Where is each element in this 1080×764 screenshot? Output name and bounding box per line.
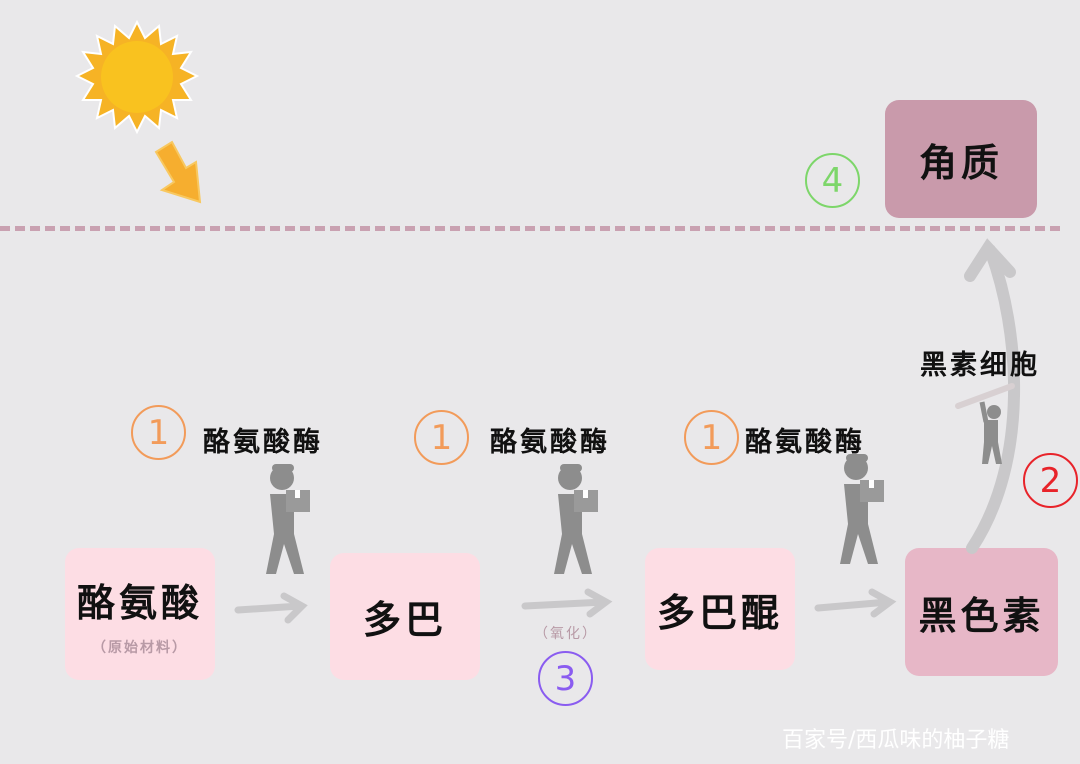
node-note: （原始材料）	[92, 639, 188, 656]
step-1-badge: 1	[131, 405, 186, 460]
skin-surface-line	[0, 226, 1060, 231]
node-keratin: 角质	[885, 100, 1037, 218]
step-4-badge: 4	[805, 153, 860, 208]
node-label: 多巴	[362, 598, 447, 642]
worker-carrying-box-icon	[554, 464, 598, 574]
node-tyrosine: 酪氨酸 （原始材料）	[65, 548, 215, 680]
node-label: 角质	[918, 140, 1003, 185]
step-1-badge: 1	[684, 410, 739, 465]
flow-arrow-icon	[814, 588, 897, 618]
node-label: 酪氨酸	[76, 580, 203, 625]
node-label: 黑色素	[918, 593, 1045, 638]
node-dopa: 多巴	[330, 553, 480, 680]
melanocyte-label: 黑素细胞	[920, 350, 1040, 381]
worker-carrying-box-icon	[266, 464, 310, 574]
sunlight-arrow-icon	[154, 140, 202, 204]
flow-arrow-icon	[964, 238, 1020, 554]
node-label: 多巴醌	[656, 590, 783, 635]
flow-arrow-icon	[521, 588, 613, 618]
step-2-badge: 2	[1023, 453, 1078, 508]
enzyme-label: 酪氨酸酶	[490, 427, 610, 458]
step-1-badge: 1	[414, 410, 469, 465]
worker-hammer-icon	[955, 383, 1015, 464]
enzyme-label: 酪氨酸酶	[203, 427, 323, 458]
enzyme-label: 酪氨酸酶	[745, 427, 865, 458]
worker-carrying-box-icon	[840, 454, 884, 564]
watermark: 百家号/西瓜味的柚子糖	[782, 728, 1010, 753]
node-melanin: 黑色素	[905, 548, 1058, 676]
flow-arrow-icon	[234, 592, 308, 624]
node-dopaquinone: 多巴醌	[645, 548, 795, 670]
step-3-badge: 3	[538, 651, 593, 706]
sun-icon	[75, 20, 200, 135]
oxidation-label: （氧化）	[534, 626, 598, 642]
